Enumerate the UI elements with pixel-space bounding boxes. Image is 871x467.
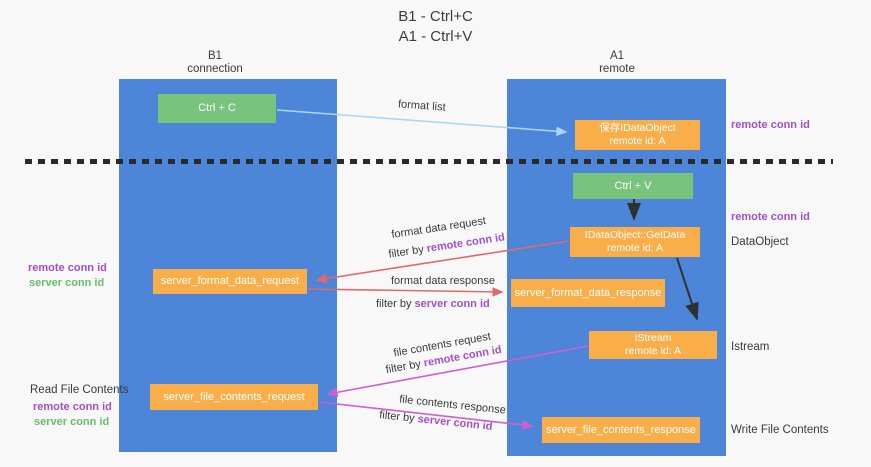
- node-server-file-contents-request-label: server_file_contents_request: [163, 390, 305, 403]
- node-server-file-contents-response-label: server_file_contents_response: [546, 423, 696, 436]
- lane-header-a1-line1: A1: [609, 50, 625, 62]
- left-remote-conn-id-top: remote conn id: [28, 262, 107, 274]
- node-save-idataobject-line2: remote id: A: [609, 135, 666, 147]
- node-save-idataobject-line1: 保存IDataObject: [599, 122, 676, 134]
- istream-side-label: Istream: [731, 341, 770, 353]
- dataobject-label: DataObject: [731, 236, 789, 248]
- left-server-conn-id-top: server conn id: [29, 277, 105, 289]
- node-ctrl-v: Ctrl + V: [573, 173, 693, 199]
- node-server-file-contents-request: server_file_contents_request: [150, 384, 318, 410]
- node-server-format-data-request: server_format_data_request: [153, 269, 307, 294]
- node-istream-line1: IStream: [634, 332, 672, 344]
- write-file-contents-label: Write File Contents: [731, 424, 829, 436]
- node-idataobject-getdata-line2: remote id: A: [606, 242, 664, 254]
- lane-header-a1-remote: A1 remote: [567, 50, 667, 76]
- title-line-2: A1 - Ctrl+V: [398, 28, 473, 45]
- right-remote-conn-id-mid: remote conn id: [731, 211, 810, 223]
- node-save-idataobject: 保存IDataObject remote id: A: [575, 120, 700, 150]
- left-remote-conn-id-bottom: remote conn id: [33, 401, 112, 413]
- node-istream: IStream remote id: A: [589, 331, 717, 359]
- format-data-response-arrow: [307, 287, 504, 297]
- server-conn-id-text: server conn id: [417, 413, 494, 433]
- title-line-1: B1 - Ctrl+C: [398, 8, 473, 25]
- remote-conn-id-text: remote conn id: [425, 231, 506, 255]
- right-remote-conn-id-top: remote conn id: [731, 119, 810, 131]
- node-server-format-data-request-label: server_format_data_request: [160, 275, 300, 287]
- format-list-label: format list: [397, 98, 447, 114]
- diagram-title: B1 - Ctrl+C A1 - Ctrl+V: [0, 7, 871, 47]
- node-server-format-data-response-label: server_format_data_response: [514, 286, 662, 299]
- node-server-format-data-response: server_format_data_response: [511, 279, 665, 307]
- read-file-contents-label: Read File Contents: [30, 384, 129, 396]
- filter-by-text: filter by: [387, 243, 425, 261]
- lane-header-b1-line2: connection: [187, 63, 243, 75]
- node-idataobject-getdata: IDataObject::GetData remote id: A: [570, 227, 700, 257]
- phase-divider-dashed-line: [25, 159, 833, 164]
- lane-header-b1-line1: B1: [207, 50, 223, 62]
- filter-by-text: filter by: [384, 358, 422, 377]
- filter-by-text: filter by: [378, 409, 416, 425]
- node-idataobject-getdata-line1: IDataObject::GetData: [584, 229, 686, 241]
- format-data-response-filter-label: filter by server conn id: [376, 298, 490, 310]
- node-server-file-contents-response: server_file_contents_response: [542, 417, 700, 443]
- node-ctrl-c-label: Ctrl + C: [198, 102, 236, 114]
- filter-by-text: filter by: [376, 298, 412, 310]
- lane-header-b1-connection: B1 connection: [165, 50, 265, 76]
- node-ctrl-v-label: Ctrl + V: [614, 179, 652, 192]
- node-ctrl-c: Ctrl + C: [158, 94, 276, 123]
- format-data-response-label: format data response: [391, 275, 495, 287]
- lane-header-a1-line2: remote: [599, 63, 635, 75]
- left-server-conn-id-bottom: server conn id: [34, 416, 110, 428]
- server-conn-id-text: server conn id: [414, 298, 490, 310]
- node-istream-line2: remote id: A: [624, 345, 682, 357]
